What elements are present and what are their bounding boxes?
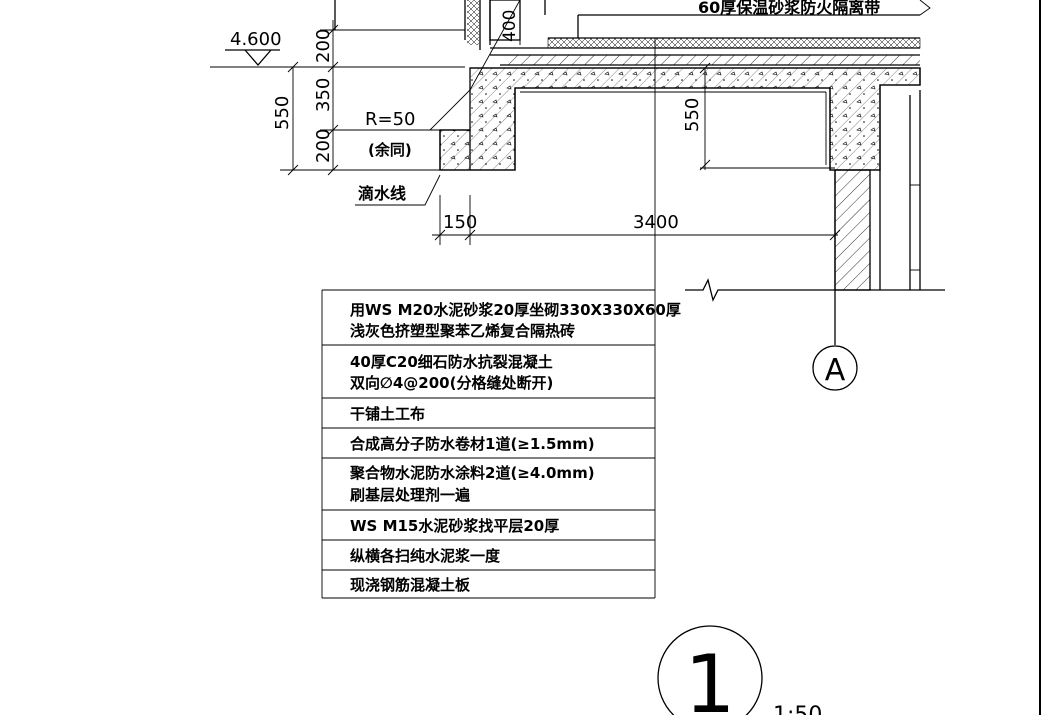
break-line <box>685 278 945 302</box>
layer-5-line-2: 刷基层处理剂一遍 <box>350 486 471 504</box>
grid-axis-a: A <box>812 170 858 391</box>
layer-1-line-1: 用WS M20水泥砂浆20厚坐砌330X330X60厚 <box>350 301 681 319</box>
roof-layer-stack <box>490 37 921 66</box>
radius-remark: (余同) <box>368 141 412 159</box>
elevation-value: 4.600 <box>230 29 282 50</box>
grid-axis-label: A <box>825 353 846 388</box>
parapet <box>334 0 920 50</box>
firebreak-note: 60厚保温砂浆防火隔离带 <box>698 0 931 17</box>
layer-4-line-1: 合成高分子防水卷材1道(≥1.5mm) <box>349 435 595 453</box>
layer-8-line-1: 现浇钢筋混凝土板 <box>350 576 471 594</box>
layer-2-line-2: 双向∅4@200(分格缝处断开) <box>350 374 553 392</box>
parapet-dimension: 400 <box>500 0 521 45</box>
layer-6-line-1: WS M15水泥砂浆找平层20厚 <box>350 517 559 535</box>
detail-number-mark: 1 1:50 <box>657 625 822 715</box>
dim-350: 350 <box>313 78 334 112</box>
firebreak-label: 60厚保温砂浆防火隔离带 <box>698 0 880 17</box>
detail-number: 1 <box>685 638 736 715</box>
radius-value: R=50 <box>365 109 416 130</box>
drip-line-label: 滴水线 <box>358 184 406 203</box>
elevation-mark: 4.600 <box>210 29 465 68</box>
layer-table: 用WS M20水泥砂浆20厚坐砌330X330X60厚 浅灰色挤塑型聚苯乙烯复合… <box>321 289 681 599</box>
dim-3400: 3400 <box>633 212 679 233</box>
wall-below <box>834 90 921 291</box>
middle-dimension: 550 <box>682 62 835 171</box>
dim-150: 150 <box>443 212 477 233</box>
dim-total: 550 <box>272 96 293 130</box>
layer-3-line-1: 干铺土工布 <box>350 405 425 423</box>
detail-scale: 1:50 <box>773 703 822 715</box>
layer-5-line-1: 聚合物水泥防水涂料2道(≥4.0mm) <box>349 464 595 482</box>
layer-1-line-2: 浅灰色挤塑型聚苯乙烯复合隔热砖 <box>350 322 575 340</box>
dim-400: 400 <box>500 10 520 42</box>
layer-7-line-1: 纵横各扫纯水泥浆一度 <box>350 547 501 565</box>
radius-note: R=50 (余同) <box>362 0 521 159</box>
dim-200-bottom: 200 <box>313 129 334 163</box>
left-dimensions: 550 200 350 200 <box>272 20 465 176</box>
layer-2-line-1: 40厚C20细石防水抗裂混凝土 <box>350 353 553 371</box>
dim-550-middle: 550 <box>682 98 703 132</box>
drip-line-note: 滴水线 <box>355 174 441 206</box>
concrete-slab <box>439 67 921 171</box>
bottom-dimensions: 150 3400 <box>432 195 841 245</box>
dim-200-top: 200 <box>313 29 334 63</box>
